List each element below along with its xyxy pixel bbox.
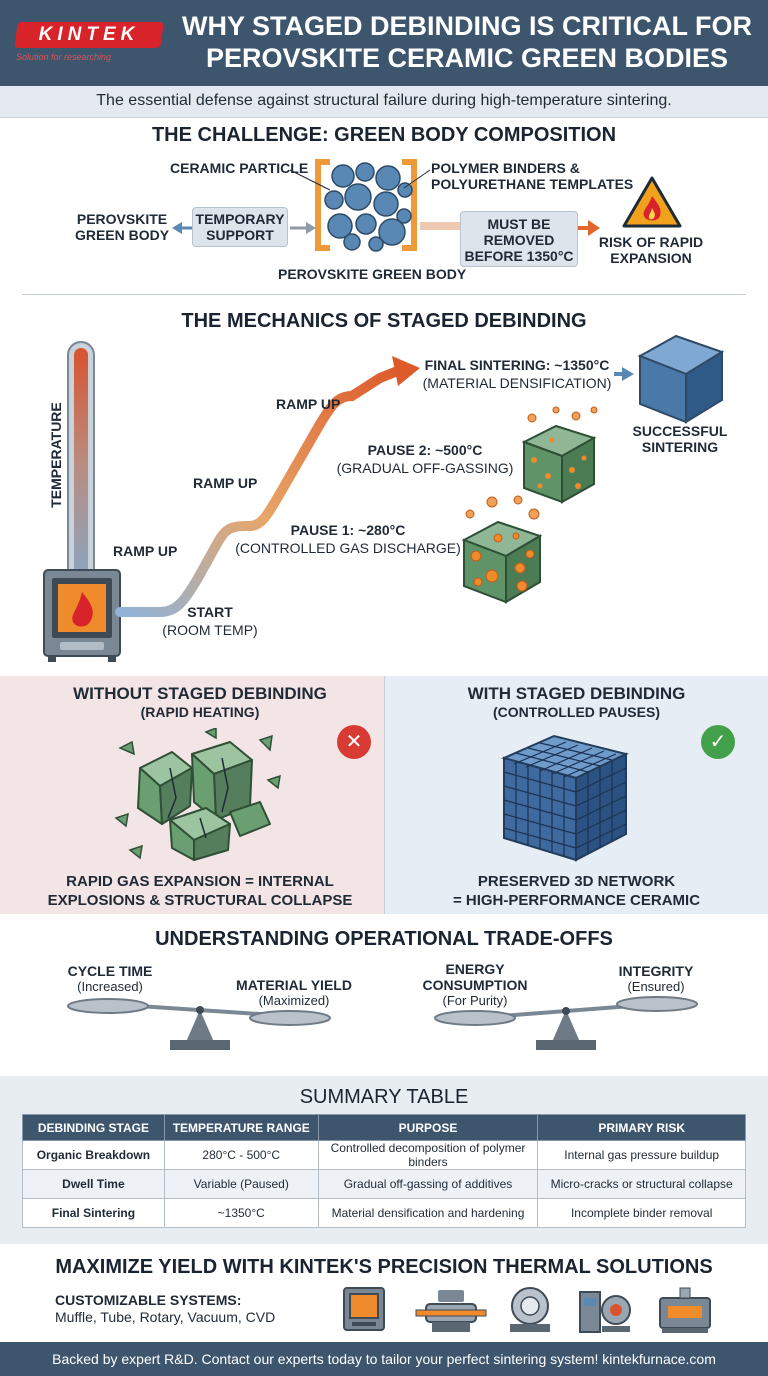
table-header: DEBINDING STAGE — [22, 1114, 165, 1141]
preserved-network-cube-icon — [501, 734, 629, 862]
energy-consumption-sub: (For Purity) — [442, 993, 508, 1008]
table-row: Final Sintering ~1350°C Material densifi… — [22, 1198, 746, 1228]
systems-list: Muffle, Tube, Rotary, Vacuum, CVD — [55, 1309, 276, 1325]
perovskite-green-body-left-label: PEROVSKITE GREEN BODY — [74, 211, 170, 243]
table-header-row: DEBINDING STAGE TEMPERATURE RANGE PURPOS… — [22, 1114, 746, 1141]
temporary-support-box: TEMPORARY SUPPORT — [192, 207, 288, 247]
table-row: Dwell Time Variable (Paused) Gradual off… — [22, 1169, 746, 1199]
tradeoffs-title: UNDERSTANDING OPERATIONAL TRADE-OFFS — [155, 928, 613, 950]
final-sintering-label: FINAL SINTERING: ~1350°C — [424, 357, 610, 373]
ramp-up-label-3: RAMP UP — [276, 396, 341, 412]
pause-1-sub-label: (CONTROLLED GAS DISCHARGE) — [235, 540, 461, 556]
table-row: Organic Breakdown 280°C - 500°C Controll… — [22, 1140, 746, 1170]
table-cell: Internal gas pressure buildup — [537, 1140, 746, 1170]
cycle-time-label: CYCLE TIME (Increased) — [50, 963, 170, 995]
muffle-furnace-icon[interactable] — [343, 1287, 385, 1331]
sintered-cube-icon — [637, 334, 725, 424]
table-cell: Material densification and hardening — [317, 1198, 539, 1228]
final-sintering-sub-label: (MATERIAL DENSIFICATION) — [422, 375, 612, 391]
summary-title: SUMMARY TABLE — [299, 1086, 469, 1108]
table-header: PURPOSE — [317, 1114, 539, 1141]
without-debinding-panel — [0, 676, 384, 914]
polymer-binders-label: POLYMER BINDERS & POLYURETHANE TEMPLATES — [431, 160, 634, 192]
without-debinding-title: WITHOUT STAGED DEBINDING — [73, 684, 327, 703]
material-yield-label: MATERIAL YIELD (Maximized) — [224, 977, 364, 1009]
temperature-axis-label: TEMPERATURE — [48, 402, 64, 508]
with-debinding-result: PRESERVED 3D NETWORK = HIGH-PERFORMANCE … — [452, 873, 701, 909]
table-cell: Micro-cracks or structural collapse — [537, 1169, 746, 1199]
vacuum-furnace-icon[interactable] — [579, 1291, 631, 1333]
material-yield-sub: (Maximized) — [258, 993, 330, 1008]
table-header: TEMPERATURE RANGE — [163, 1114, 319, 1141]
pause-2-label: PAUSE 2: ~500°C — [367, 442, 483, 458]
page-subtitle: The essential defense against structural… — [96, 92, 672, 109]
table-cell: 280°C - 500°C — [163, 1140, 319, 1170]
integrity-sub: (Ensured) — [627, 979, 685, 994]
balance-scale-right-icon — [434, 996, 698, 1050]
pause-1-label: PAUSE 1: ~280°C — [290, 522, 406, 538]
start-label: START — [187, 604, 233, 620]
furnace-icon — [43, 569, 121, 662]
pause-2-sub-label: (GRADUAL OFF-GASSING) — [336, 460, 514, 476]
integrity-label: INTEGRITY (Ensured) — [600, 963, 712, 995]
systems-label: CUSTOMIZABLE SYSTEMS: — [55, 1292, 242, 1308]
staged-debinding-curve — [43, 334, 725, 662]
off-gassing-cube-upper-icon — [521, 406, 598, 504]
cta-title: MAXIMIZE YIELD WITH KINTEK'S PRECISION T… — [55, 1256, 713, 1278]
balance-scale-left-icon — [67, 998, 331, 1050]
risk-of-expansion-label: RISK OF RAPID EXPANSION — [598, 234, 704, 266]
mechanics-title: THE MECHANICS OF STAGED DEBINDING — [181, 310, 587, 332]
start-sub-label: (ROOM TEMP) — [162, 622, 258, 638]
integrity-title: INTEGRITY — [618, 963, 694, 979]
without-debinding-sub: (RAPID HEATING) — [140, 704, 260, 720]
footer-bar — [0, 1342, 768, 1376]
subtitle-bar — [0, 86, 768, 118]
green-body-diagram — [172, 159, 682, 252]
cycle-time-sub: (Increased) — [77, 979, 143, 994]
rotary-furnace-icon[interactable] — [510, 1287, 550, 1332]
success-badge-icon: ✓ — [701, 725, 735, 759]
energy-consumption-title: ENERGY CONSUMPTION — [422, 961, 528, 993]
must-be-removed-box: MUST BE REMOVED BEFORE 1350°C — [460, 211, 578, 267]
fail-badge-icon: ✕ — [337, 725, 371, 759]
table-cell: ~1350°C — [163, 1198, 319, 1228]
with-debinding-sub: (CONTROLLED PAUSES) — [493, 704, 660, 720]
material-yield-title: MATERIAL YIELD — [236, 977, 352, 993]
with-debinding-title: WITH STAGED DEBINDING — [467, 684, 686, 703]
panel-separator — [384, 676, 385, 914]
challenge-title: THE CHALLENGE: GREEN BODY COMPOSITION — [151, 124, 617, 146]
ceramic-particle-label: CERAMIC PARTICLE — [170, 160, 309, 176]
perovskite-green-body-label: PEROVSKITE GREEN BODY — [278, 266, 467, 282]
table-cell: Gradual off-gassing of additives — [317, 1169, 539, 1199]
table-cell: Incomplete binder removal — [537, 1198, 746, 1228]
tube-furnace-icon[interactable] — [415, 1290, 487, 1332]
cycle-time-title: CYCLE TIME — [67, 963, 153, 979]
brand-tagline: Solution for researching — [16, 52, 112, 62]
furnace-product-icons — [343, 1287, 711, 1333]
collapsed-cube-icon — [114, 728, 281, 861]
table-cell: Final Sintering — [22, 1198, 165, 1228]
footer-text[interactable]: Backed by expert R&D. Contact our expert… — [52, 1351, 716, 1367]
energy-consumption-label: ENERGY CONSUMPTION (For Purity) — [410, 961, 540, 1009]
brand-logo-text: KINTEK — [38, 24, 140, 45]
table-cell: Variable (Paused) — [163, 1169, 319, 1199]
successful-sintering-label: SUCCESSFUL SINTERING — [632, 423, 728, 455]
warning-fire-icon — [622, 176, 682, 228]
ramp-up-label-2: RAMP UP — [193, 475, 258, 491]
table-cell: Dwell Time — [22, 1169, 165, 1199]
ramp-up-label-1: RAMP UP — [113, 543, 178, 559]
off-gassing-cube-lower-icon — [461, 495, 543, 604]
table-cell: Controlled decomposition of polymer bind… — [317, 1140, 539, 1170]
page-title: WHY STAGED DEBINDING IS CRITICAL FOR PER… — [181, 11, 753, 73]
balance-scales — [67, 996, 698, 1050]
without-debinding-result: RAPID GAS EXPANSION = INTERNAL EXPLOSION… — [47, 873, 353, 909]
ceramic-particles — [324, 162, 413, 252]
section-divider — [22, 294, 746, 295]
table-header: PRIMARY RISK — [537, 1114, 746, 1141]
table-cell: Organic Breakdown — [22, 1140, 165, 1170]
cvd-furnace-icon[interactable] — [659, 1287, 711, 1333]
summary-table: DEBINDING STAGE TEMPERATURE RANGE PURPOS… — [22, 1114, 746, 1228]
